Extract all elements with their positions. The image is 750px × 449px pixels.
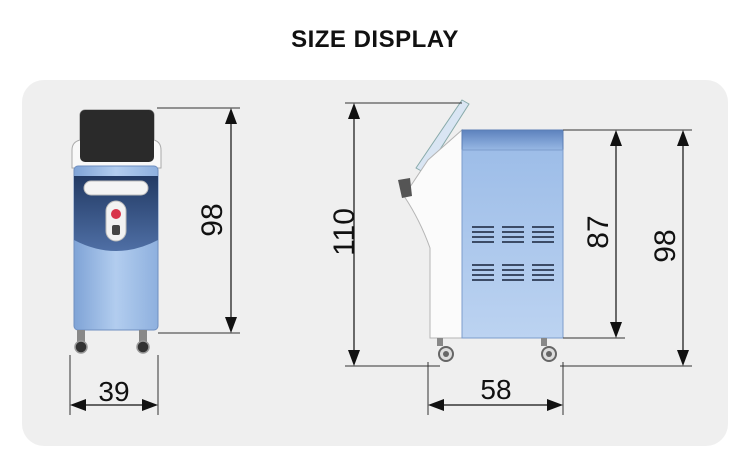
front-handle — [83, 180, 149, 196]
side-body-height-dimension — [563, 129, 625, 339]
front-width-dimension — [69, 355, 159, 415]
front-view-machine — [71, 109, 162, 354]
front-height-dimension — [157, 107, 240, 334]
side-cabinet-height-label: 98 — [649, 229, 682, 262]
side-total-height-label: 110 — [328, 208, 361, 256]
control-pad — [105, 200, 127, 242]
side-depth-dimension — [427, 362, 564, 415]
side-total-height-dimension — [345, 102, 462, 367]
side-body-height-label: 87 — [582, 215, 615, 248]
page-title: SIZE DISPLAY — [291, 26, 459, 53]
side-depth-label: 58 — [480, 374, 511, 405]
side-cabinet-height-dimension — [560, 129, 692, 367]
side-vents — [472, 226, 554, 281]
side-view-machine — [398, 99, 564, 362]
front-height-label: 98 — [196, 203, 229, 236]
side-cabinet — [461, 149, 564, 339]
front-width-label: 39 — [98, 376, 129, 407]
